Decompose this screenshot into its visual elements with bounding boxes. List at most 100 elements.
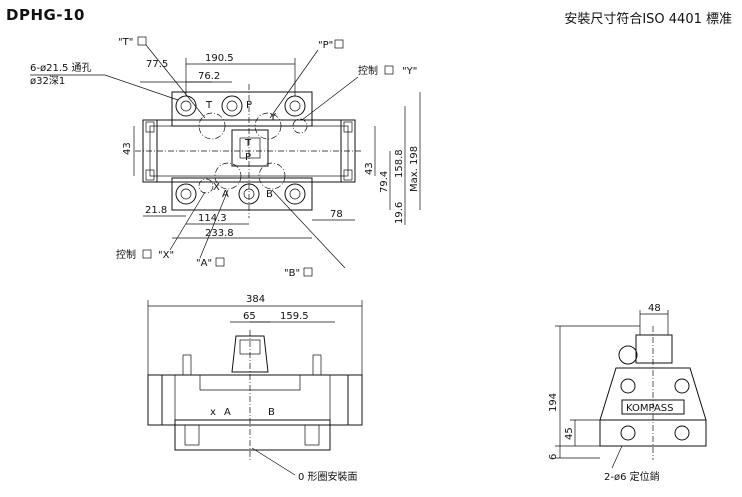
cap-screw [145, 169, 155, 181]
pilot-inner [239, 137, 261, 159]
callout-port-x: "X" [158, 250, 174, 261]
cap-screw [343, 169, 353, 181]
checkbox-icon [215, 257, 225, 267]
dim-194: 194 [548, 393, 559, 412]
control-label-x: 控制 [116, 248, 136, 261]
checkbox-icon [137, 36, 147, 46]
callout-port-t: "T" [118, 37, 133, 48]
pilot-block [231, 129, 269, 167]
port-b-hidden [258, 162, 286, 190]
hole-spec-line1: 6-ø21.5 通孔 [30, 62, 92, 74]
dim-384: 384 [246, 294, 265, 305]
front-end-cap-right [347, 374, 363, 426]
leader-line [301, 76, 359, 121]
callout-port-p: "P" [318, 40, 333, 51]
face-letter-p: P [246, 100, 252, 111]
leader-line [611, 445, 623, 469]
control-label-y: 控制 [358, 64, 378, 77]
dim-43-right: 43 [364, 162, 375, 175]
brand-name: KOMPASS [626, 403, 673, 414]
bolt-head [312, 354, 322, 376]
bolt-head [182, 354, 192, 376]
base-port [184, 424, 200, 446]
port-t-hidden [198, 112, 226, 140]
side-hole [620, 378, 636, 394]
side-hole [674, 378, 690, 394]
leader-line [169, 191, 206, 251]
mounting-hole-bore [180, 188, 192, 200]
leader-line [269, 49, 319, 119]
front-label-a: A [224, 407, 231, 418]
callout-port-y: "Y" [402, 66, 417, 77]
pilot-housing [231, 335, 269, 373]
dim-48: 48 [648, 303, 661, 314]
port-p-hidden [254, 112, 282, 140]
port-x-hidden [198, 178, 214, 194]
callout-port-a: "A" [196, 258, 212, 269]
mounting-hole-bore [180, 100, 192, 112]
mounting-hole-bore [226, 100, 238, 112]
mounting-hole [175, 95, 197, 117]
dim-21-8: 21.8 [145, 205, 167, 216]
checkbox-icon [303, 267, 313, 277]
cap-screw [343, 121, 353, 133]
mounting-hole [175, 183, 197, 205]
dim-114-3: 114.3 [198, 213, 227, 224]
dim-233-8: 233.8 [205, 228, 234, 239]
leader-line [104, 74, 179, 101]
mounting-hole [284, 183, 306, 205]
mounting-hole-bore [289, 100, 301, 112]
dim-77-5: 77.5 [146, 59, 168, 70]
side-hole [674, 425, 690, 441]
front-base [174, 419, 331, 451]
port-a-hidden [214, 162, 242, 190]
front-end-cap-left [147, 374, 163, 426]
dowel-pin-note: 2-ø6 定位銷 [604, 470, 660, 483]
face-letter-t-center: T [244, 138, 252, 149]
dim-65: 65 [243, 311, 256, 322]
cap-screw [145, 121, 155, 133]
dim-158-8: 158.8 [394, 149, 405, 178]
mounting-hole [284, 95, 306, 117]
leader-line [251, 447, 296, 476]
iso-standard-note: 安裝尺寸符合ISO 4401 標准 [564, 12, 732, 27]
dim-76-2: 76.2 [198, 71, 220, 82]
dim-190-5: 190.5 [205, 53, 234, 64]
hole-spec-line2: ø32深1 [30, 75, 65, 87]
mounting-hole-bore [289, 188, 301, 200]
face-letter-t: T [205, 100, 213, 111]
face-letter-b: B [266, 189, 273, 200]
side-pilot [635, 334, 673, 364]
face-letter-y: Y [269, 112, 277, 123]
front-view: 384 65 159.5 x A B 0 形圈安裝面 [147, 294, 363, 483]
valve-housing [174, 375, 331, 421]
side-view: 48 KOMPASS 194 45 6 2-ø6 定位銷 [548, 303, 707, 483]
port-y-hidden [292, 118, 308, 134]
dim-max-198: Max. 198 [409, 146, 420, 192]
bottom-plate [171, 177, 313, 211]
face-letter-p-center: P [245, 152, 251, 163]
checkbox-icon [384, 65, 394, 75]
oring-mounting-note: 0 形圈安裝面 [298, 470, 358, 483]
leader-line [145, 44, 206, 119]
checkbox-icon [142, 249, 152, 259]
mounting-hole [221, 95, 243, 117]
top-view: T P A B T P X Y "T" "P" 控制 "Y" 控制 "X" "A… [30, 36, 421, 279]
dim-78: 78 [330, 209, 343, 220]
checkbox-icon [334, 39, 344, 49]
face-letter-x: X [213, 182, 220, 193]
dim-19-6: 19.6 [394, 202, 405, 224]
face-letter-a: A [222, 189, 229, 200]
side-hole [620, 425, 636, 441]
leader-line [271, 189, 346, 269]
dim-79-4: 79.4 [379, 171, 390, 193]
mounting-holes [175, 95, 306, 205]
front-label-b: B [268, 407, 275, 418]
base-port [304, 424, 320, 446]
callout-port-b: "B" [284, 268, 300, 279]
dim-159-5: 159.5 [280, 311, 309, 322]
dim-45: 45 [564, 427, 575, 440]
front-label-x: x [210, 407, 216, 418]
side-solenoid [618, 345, 638, 365]
